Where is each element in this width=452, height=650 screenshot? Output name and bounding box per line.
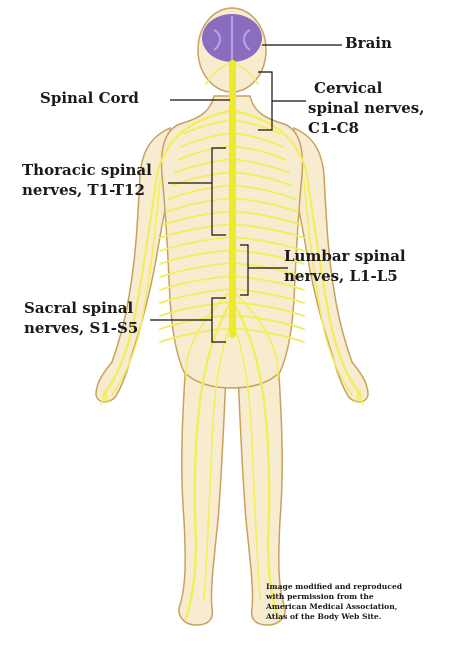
sacral-label: Sacral spinal nerves, S1-S5: [24, 298, 138, 338]
sacral-label-line-1: Sacral spinal: [24, 298, 138, 318]
credit-line-4: Atlas of the Body Web Site.: [266, 612, 448, 622]
brain: [202, 14, 262, 62]
thoracic-label-line-2: nerves, T1-T12: [22, 180, 152, 200]
thoracic-label: Thoracic spinal nerves, T1-T12: [22, 160, 152, 200]
lumbar-label-line-1: Lumbar spinal: [284, 246, 406, 266]
left-leg: [179, 360, 226, 625]
credit-line-3: American Medical Association,: [266, 602, 448, 612]
brain-label: Brain: [345, 33, 392, 53]
spinal-cord-label: Spinal Cord: [40, 88, 139, 108]
cervical-label: Cervical spinal nerves, C1-C8: [308, 78, 424, 138]
spinal-cord: [229, 60, 236, 338]
sacral-label-line-2: nerves, S1-S5: [24, 318, 138, 338]
lumbar-label: Lumbar spinal nerves, L1-L5: [284, 246, 406, 286]
cervical-label-line-1: Cervical: [308, 78, 424, 98]
lumbar-label-line-2: nerves, L1-L5: [284, 266, 406, 286]
credit-line-2: with permission from the: [266, 592, 448, 602]
credit-line-1: Image modified and reproduced: [266, 582, 448, 592]
thoracic-label-line-1: Thoracic spinal: [22, 160, 152, 180]
cervical-label-line-2: spinal nerves,: [308, 98, 424, 118]
image-credit: Image modified and reproduced with permi…: [266, 582, 448, 622]
cervical-label-line-3: C1-C8: [308, 118, 424, 138]
